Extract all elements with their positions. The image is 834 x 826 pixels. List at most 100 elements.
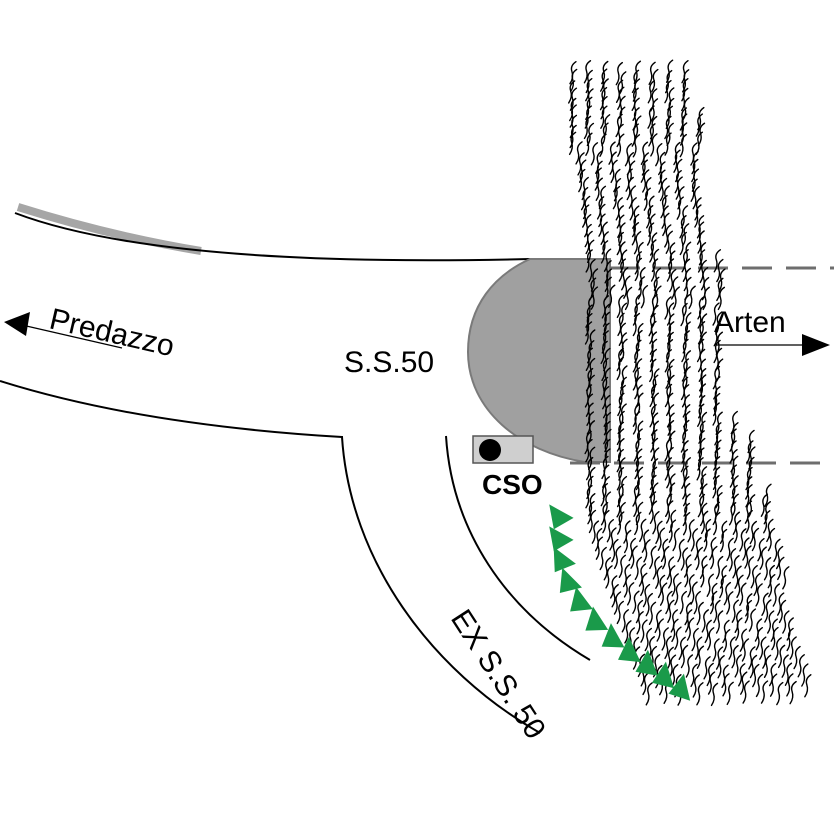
scarp-mark [634,556,643,581]
scarp-mark [635,599,644,624]
scarp-mark [631,123,639,147]
scarp-mark [613,591,622,615]
scarp-mark [666,556,675,580]
scarp-mark [712,638,720,662]
scarp-mark [575,141,583,165]
scarp-mark [713,249,722,273]
scarp-mark [761,592,769,616]
scarp-mark [713,511,721,536]
scarp-mark [610,159,618,184]
scarp-mark [694,204,702,228]
scarp-mark [755,626,763,651]
scarp-mark [697,230,705,254]
scarp-mark [738,663,746,687]
scarp-mark [666,258,675,282]
scarp-mark [609,575,618,599]
scarp-mark [680,644,689,669]
scarp-mark [773,538,781,562]
scarp-mark [650,412,659,436]
scarp-mark [713,599,721,624]
scarp-mark [699,259,707,284]
scarp-mark [661,205,669,229]
scarp-mark [697,430,705,454]
scarp-mark [786,673,794,697]
scarp-mark [601,330,609,354]
scarp-mark [731,475,739,499]
scarp-mark [710,682,719,707]
scarp-mark [680,302,688,327]
scarp-mark [767,527,776,552]
scarp-mark [703,528,711,552]
scarp-mark [664,437,672,462]
scarp-mark [739,628,748,652]
scarp-mark [640,284,649,309]
scarp-mark [734,609,742,634]
scarp-mark [690,178,698,202]
scarp-mark [681,338,689,363]
scarp-mark [655,142,663,167]
scarp-mark [600,502,609,526]
scarp-mark [760,680,769,704]
scarp-mark [769,673,778,697]
scarp-mark [584,384,593,408]
scarp-mark [665,59,674,83]
scarp-mark [755,583,763,607]
scarp-mark [747,429,755,454]
scarp-mark [640,572,648,597]
scarp-mark [617,392,625,417]
scarp-mark [590,286,599,310]
scarp-mark [649,239,657,263]
scarp-mark [664,69,673,94]
scarp-mark [667,599,675,624]
scarp-mark [664,349,673,373]
scarp-mark [619,71,627,95]
scarp-mark [684,601,692,626]
scarp-mark [648,601,657,626]
scarp-mark [659,177,668,202]
scarp-mark [698,420,706,444]
scarp-mark [697,493,706,518]
scarp-mark [635,501,644,526]
scarp-mark [696,682,704,706]
scarp-mark [586,239,595,263]
scarp-mark [734,654,742,678]
label-ss50: S.S.50 [344,346,434,379]
scarp-mark [697,403,705,427]
scarp-mark [662,212,670,237]
scarp-mark [682,511,691,536]
scarp-mark [660,538,669,562]
scarp-mark [697,249,706,273]
scarp-mark [631,222,640,246]
scarp-mark [669,268,677,293]
scarp-mark [687,519,695,543]
scarp-mark [591,520,600,544]
scarp-mark [584,105,592,129]
scarp-mark [700,510,709,535]
scarp-mark [673,149,681,173]
scarp-mark [759,546,767,570]
scarp-mark [801,663,809,687]
scarp-mark [766,518,774,543]
scarp-mark [641,529,650,553]
scarp-mark [691,168,700,192]
scarp-mark [603,420,611,445]
scarp-mark [754,618,763,642]
scarp-mark [635,475,643,500]
scarp-mark [715,311,723,335]
scarp-mark [772,583,781,607]
scarp-mark [626,176,634,201]
scarp-mark [714,347,723,372]
scarp-mark [716,277,724,302]
scarp-mark [728,636,736,660]
scarp-mark [679,231,688,256]
scarp-mark [600,340,608,365]
scarp-mark [616,483,625,508]
scarp-mark [595,536,604,560]
scarp-mark [628,537,636,562]
scarp-mark [729,440,737,464]
scarp-mark [696,645,705,669]
scarp-mark [739,528,747,552]
scarp-mark [647,636,655,660]
scarp-mark [569,97,577,122]
scarp-mark [633,230,642,255]
